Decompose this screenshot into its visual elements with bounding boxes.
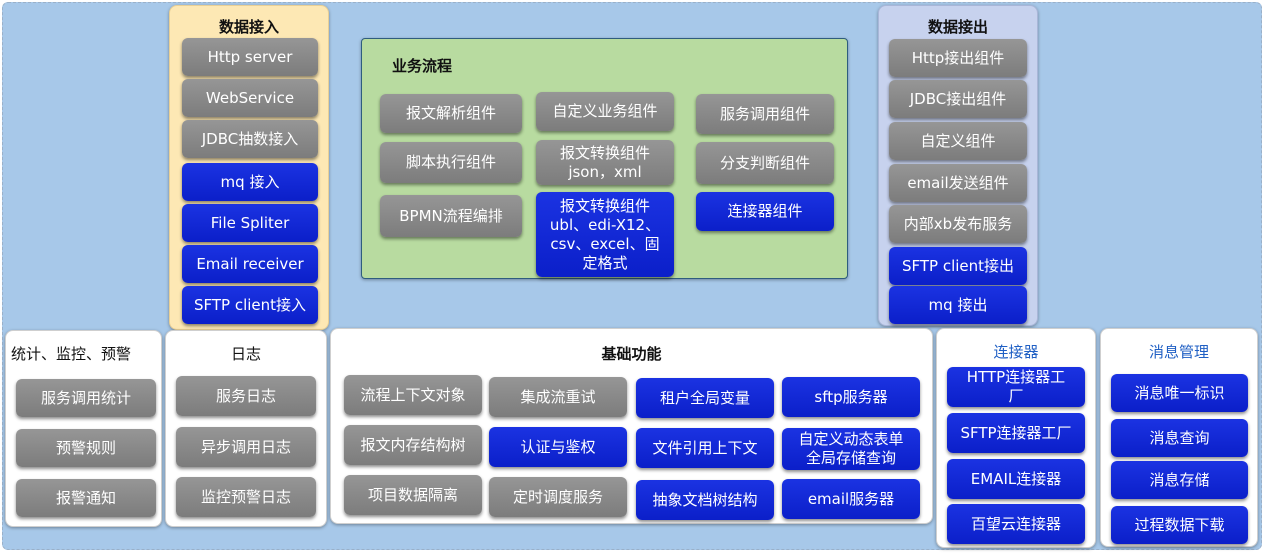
biz-convert-ubl-edi: 报文转换组件 ubl、edi-X12、csv、excel、固定格式 [536,192,674,277]
logs-async: 异步调用日志 [176,427,316,467]
messages-title: 消息管理 [1148,343,1209,361]
data-in-http-server: Http server [182,38,318,76]
data-out-title: 数据接出 [927,18,988,36]
biz-service-call: 服务调用组件 [696,94,834,134]
conn-baiwang: 百望云连接器 [947,504,1085,544]
connectors-title: 连接器 [993,343,1039,361]
data-in-jdbc: JDBC抽数接入 [182,120,318,158]
data-out-email: email发送组件 [889,164,1027,202]
conn-http-factory: HTTP连接器工厂 [947,367,1085,407]
biz-bpmn: BPMN流程编排 [380,195,522,237]
biz-convert-json-xml: 报文转换组件 json，xml [536,140,674,185]
business-flow-panel: 业务流程 报文解析组件 脚本执行组件 BPMN流程编排 自定义业务组件 报文转换… [361,38,848,279]
messages-panel: 消息管理 消息唯一标识 消息查询 消息存储 过程数据下载 [1100,328,1258,547]
data-out-jdbc: JDBC接出组件 [889,80,1027,118]
base-sftp-server: sftp服务器 [782,377,920,417]
stats-service-call: 服务调用统计 [16,379,156,417]
biz-message-parse: 报文解析组件 [380,94,522,133]
conn-email: EMAIL连接器 [947,459,1085,499]
data-out-http: Http接出组件 [889,39,1027,77]
base-title: 基础功能 [601,345,662,363]
data-out-panel: 数据接出 Http接出组件 JDBC接出组件 自定义组件 email发送组件 内… [878,5,1038,326]
base-memory-tree: 报文内存结构树 [344,425,482,465]
logs-panel: 日志 服务日志 异步调用日志 监控预警日志 [165,330,327,527]
biz-connector: 连接器组件 [696,192,834,231]
msg-process-download: 过程数据下载 [1111,506,1248,544]
stats-alert-rules: 预警规则 [16,429,156,467]
data-out-mq: mq 接出 [889,286,1027,324]
stats-title: 统计、监控、预警 [11,345,132,363]
logs-monitor: 监控预警日志 [176,477,316,517]
data-in-title: 数据接入 [218,18,279,36]
data-in-file-spliter: File Spliter [182,204,318,242]
base-scheduler: 定时调度服务 [489,477,627,517]
msg-query: 消息查询 [1111,419,1248,457]
base-panel: 基础功能 流程上下文对象 报文内存结构树 项目数据隔离 集成流重试 认证与鉴权 … [330,328,933,524]
data-in-panel: 数据接入 Http server WebService JDBC抽数接入 mq … [169,5,329,330]
base-doc-tree: 抽象文档树结构 [636,480,774,520]
base-email-server: email服务器 [782,479,920,519]
biz-script-exec: 脚本执行组件 [380,142,522,183]
base-tenant-vars: 租户全局变量 [636,378,774,418]
base-data-isolation: 项目数据隔离 [344,475,482,515]
logs-title: 日志 [230,345,261,363]
data-out-custom: 自定义组件 [889,122,1027,160]
data-in-webservice: WebService [182,79,318,117]
data-in-mq: mq 接入 [182,163,318,201]
data-in-email-receiver: Email receiver [182,245,318,283]
stats-panel: 统计、监控、预警 服务调用统计 预警规则 报警通知 [5,330,162,527]
business-flow-title: 业务流程 [392,57,453,75]
biz-custom-business: 自定义业务组件 [536,92,674,131]
data-in-sftp-client: SFTP client接入 [182,286,318,324]
biz-branch-judge: 分支判断组件 [696,142,834,184]
data-out-sftp-client: SFTP client接出 [889,247,1027,285]
base-retry: 集成流重试 [489,377,627,417]
base-dynamic-form: 自定义动态表单全局存储查询 [782,428,920,470]
stats-alarm-notify: 报警通知 [16,479,156,517]
msg-unique-id: 消息唯一标识 [1111,374,1248,412]
base-file-context: 文件引用上下文 [636,428,774,468]
logs-service: 服务日志 [176,376,316,416]
base-flow-context: 流程上下文对象 [344,375,482,415]
conn-sftp-factory: SFTP连接器工厂 [947,413,1085,453]
connectors-panel: 连接器 HTTP连接器工厂 SFTP连接器工厂 EMAIL连接器 百望云连接器 [936,328,1096,548]
base-auth: 认证与鉴权 [489,427,627,467]
msg-storage: 消息存储 [1111,461,1248,499]
data-out-xb-publish: 内部xb发布服务 [889,205,1027,243]
